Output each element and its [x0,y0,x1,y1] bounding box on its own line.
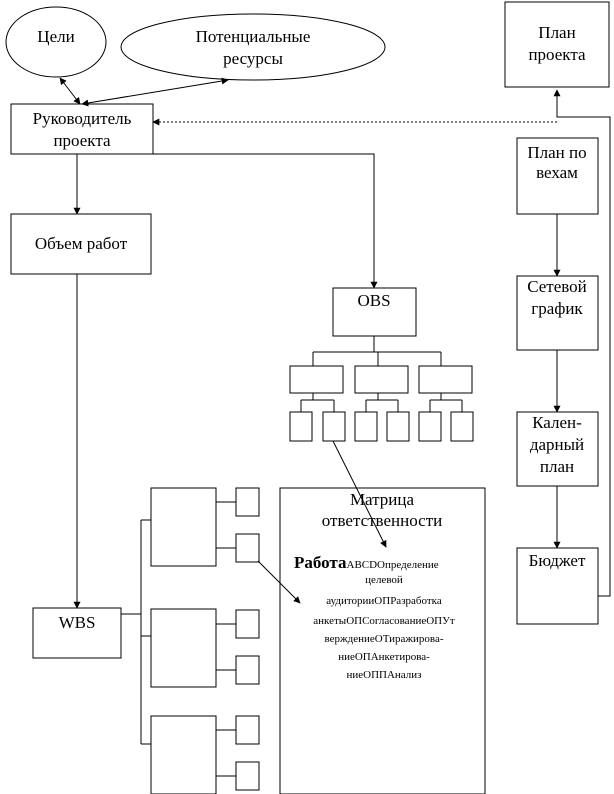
obs-leaf [354,411,378,442]
wbs-box-1 [150,487,217,567]
network-label-line1: Сетевой [527,277,587,296]
wbs-leaf [235,655,260,685]
obs-node: OBS [332,287,417,337]
project-plan-node: План проекта [504,1,610,88]
obs-label: OBS [357,291,390,310]
matrix-content-text: ABCDОпределение [347,559,439,571]
manager-obs-arrow [153,153,378,289]
budget-plan-feedback-arrow [553,89,611,597]
milestone-plan-label-line1: План по [527,143,586,162]
project-plan-label-line2: проекта [528,45,586,64]
matrix-title-line1: Матрица [350,490,415,509]
obs-leaf [322,411,346,442]
wbs-node: WBS [32,607,122,659]
wbs-label: WBS [59,613,96,632]
goals-node: Цели [5,6,107,78]
wbs-leaf [235,609,260,639]
obs-leaf [450,411,474,442]
obs-unit-3 [418,365,473,394]
wbs-leaf [235,487,260,517]
matrix-content-line2: целевой [365,574,403,586]
matrix-content-line7: ниеОППАнализ [346,669,421,681]
obs-leaf [418,411,442,442]
network-schedule-node: Сетевой график [516,275,599,351]
network-label-line2: график [531,299,583,318]
budget-node: Бюджет [516,547,599,625]
obs-leaf [289,411,313,442]
resources-label-line2: ресурсы [223,49,283,68]
matrix-content-line6: ниеОПАнкетирова- [338,651,430,663]
project-plan-label-line1: План [538,23,575,42]
resources-label-line1: Потенциальные [196,27,311,46]
obs-matrix-arrow [332,440,387,548]
obs-tree [289,336,474,442]
resources-manager-arrow [81,77,229,107]
obs-unit-2 [354,365,409,394]
calendar-plan-node: Кален- дарный план [516,411,599,487]
matrix-content-line1: РаботаABCDОпределение [294,553,439,572]
budget-label: Бюджет [529,551,586,570]
milestone-plan-label-line2: вехам [536,163,578,182]
matrix-content-label: Работа [294,553,347,572]
manager-node: Руководитель проекта [10,103,154,155]
wbs-box-2 [150,608,217,688]
goals-label: Цели [37,27,74,46]
calendar-label-line3: план [540,457,574,476]
wbs-tree [121,487,260,794]
matrix-content-line4: анкетыОПСогласованиеОПУт [313,615,455,627]
scope-label: Объем работ [35,234,128,253]
wbs-leaf [235,761,260,791]
wbs-leaf [235,533,260,563]
calendar-label-line2: дарный [530,435,584,454]
goals-manager-arrow [59,77,81,105]
resources-node: Потенциальные ресурсы [120,13,386,81]
manager-label-line1: Руководитель [33,109,132,128]
responsibility-matrix: Матрица ответственности РаботаABCDОпреде… [279,487,486,794]
matrix-title-line2: ответственности [322,511,442,530]
calendar-label-line1: Кален- [532,413,582,432]
wbs-matrix-arrow [257,560,301,604]
manager-label-line2: проекта [53,131,111,150]
obs-unit-1 [289,365,344,394]
matrix-content-line3: аудиторииОПРазработка [326,595,442,607]
scope-node: Объем работ [10,213,152,275]
wbs-box-3 [150,715,217,794]
obs-leaf [386,411,410,442]
milestone-plan-node: План по вехам [516,137,599,215]
matrix-content-line5: верждениеОТиражирова- [325,633,444,645]
wbs-leaf [235,715,260,745]
